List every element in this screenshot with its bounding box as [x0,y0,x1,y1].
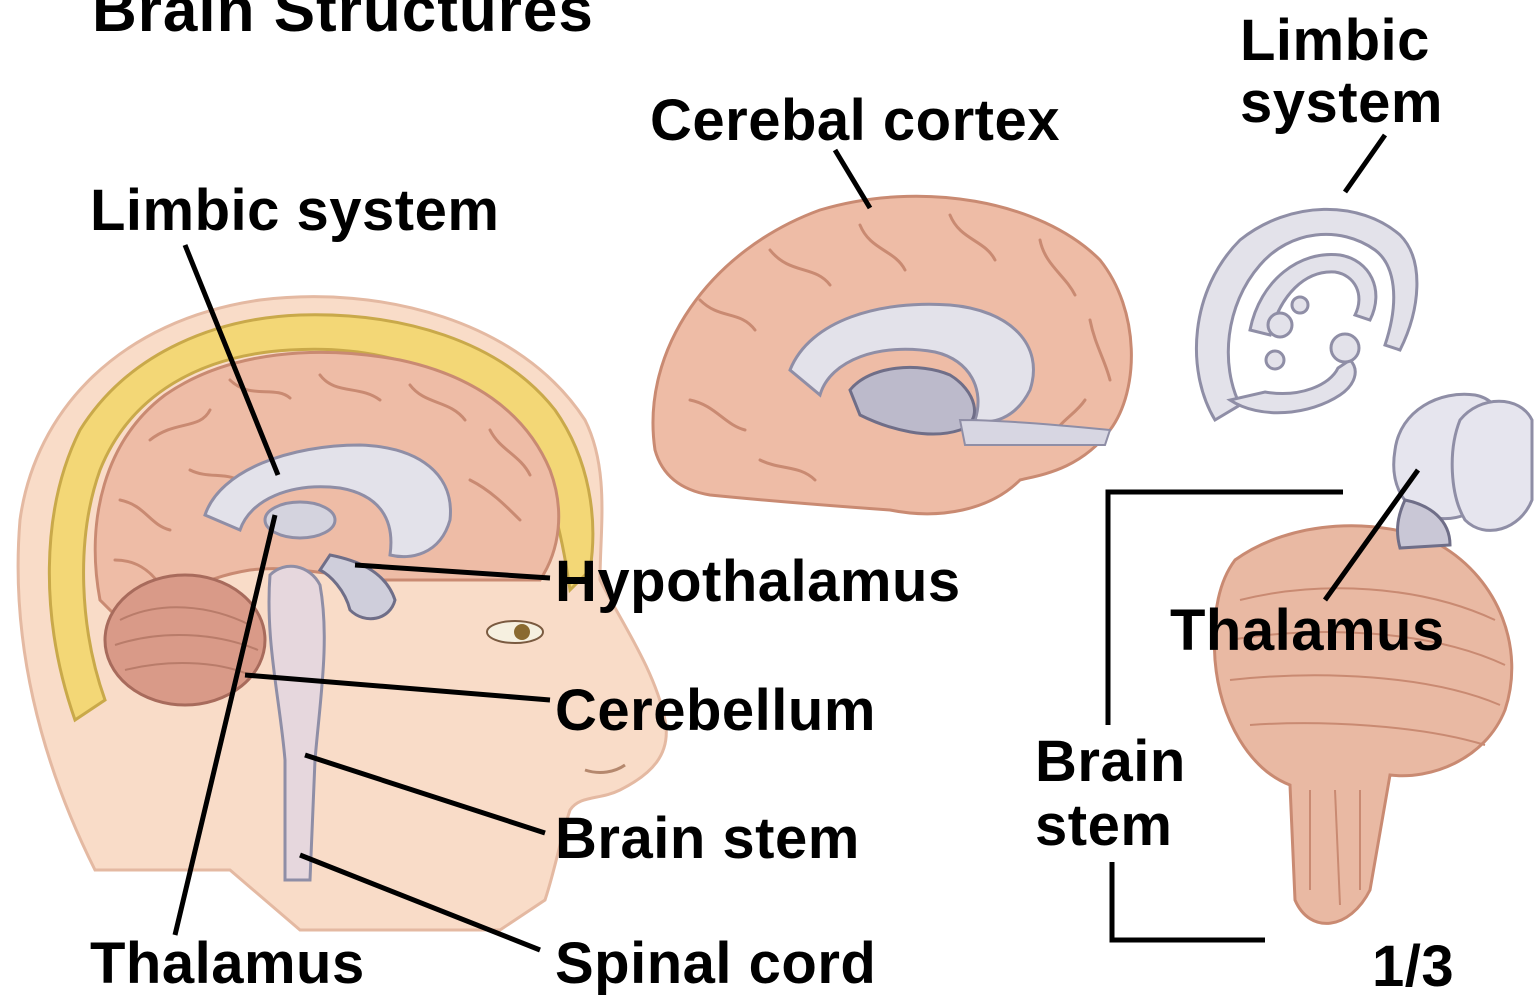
cortex-hemisphere [653,196,1131,514]
label-limbic-right-line1: Limbic [1240,12,1430,70]
label-cerebal-cortex: Cerebal cortex [650,92,1060,150]
iris [514,624,530,640]
label-brain-stem-bracket-line2: stem [1035,797,1172,855]
brain-stem-bracket-bottom [1112,862,1265,940]
label-spinal-cord: Spinal cord [555,935,876,993]
cerebral-cortex-diagram [653,196,1131,514]
label-thalamus: Thalamus [90,935,365,993]
label-brain-stem-bracket-line1: Brain [1035,733,1186,791]
label-limbic-system: Limbic system [90,182,499,240]
thalamus-lobe-front [1452,401,1532,530]
limbic-nucleus-1 [1268,313,1292,337]
limbic-system-diagram [1196,209,1416,420]
page-indicator: 1/3 [1372,938,1454,996]
leader-limbic-system-right [1345,135,1385,192]
limbic-outer-arc [1196,209,1416,420]
limbic-nucleus-4 [1266,351,1284,369]
limbic-lower-hook [1230,360,1355,413]
label-cerebellum: Cerebellum [555,682,876,740]
page-title: Brain Structures [92,0,594,42]
label-limbic-right-line2: system [1240,74,1443,132]
label-hypothalamus: Hypothalamus [555,553,961,611]
limbic-nucleus-2 [1292,297,1308,313]
leader-cerebal-cortex [835,150,870,208]
label-thalamus-right: Thalamus [1170,602,1445,660]
label-brain-stem: Brain stem [555,810,860,868]
limbic-nucleus-3 [1331,334,1359,362]
